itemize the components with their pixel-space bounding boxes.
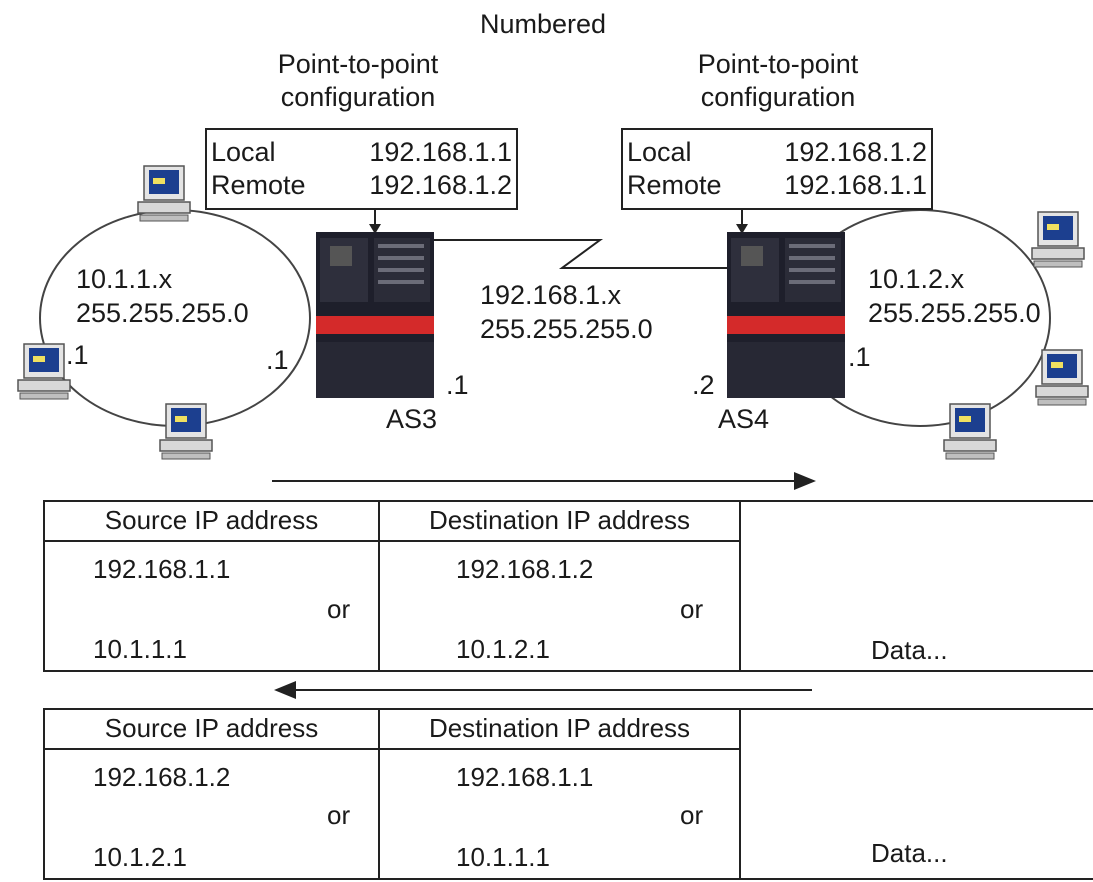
return-src-cell: 192.168.1.2 or 10.1.2.1 <box>43 748 380 880</box>
p2p-link <box>375 239 780 269</box>
right-as-host-label: .1 <box>848 342 871 372</box>
outbound-src-or: or <box>327 594 351 624</box>
right-config-box: Local 192.168.1.2 Remote 192.168.1.1 <box>621 128 933 210</box>
left-config-heading: Point-to-point configuration <box>248 48 468 114</box>
return-dst-cell: 192.168.1.1 or 10.1.1.1 <box>378 748 741 880</box>
left-network-mask: 255.255.255.0 <box>76 298 249 328</box>
as400-server-icon <box>727 232 845 398</box>
outbound-src-cell: 192.168.1.1 or 10.1.1.1 <box>43 540 380 672</box>
right-server-name: AS4 <box>718 404 770 434</box>
left-server-name: AS3 <box>386 404 438 434</box>
return-packet-table: Source IP address Destination IP address… <box>43 708 1093 880</box>
desktop-pc-icon <box>159 403 213 460</box>
outbound-data-cell: Data... <box>739 500 1093 672</box>
left-local-value: 192.168.1.1 <box>369 137 512 167</box>
return-dst-header: Destination IP address <box>378 708 741 750</box>
return-src-or: or <box>327 800 351 830</box>
link-left-host: .1 <box>446 370 469 400</box>
outbound-src-header: Source IP address <box>43 500 380 542</box>
outbound-dst-alt: 10.1.2.1 <box>456 634 550 664</box>
as400-server-icon <box>316 232 434 398</box>
outbound-dst-header: Destination IP address <box>378 500 741 542</box>
left-as-host-label: .1 <box>266 345 289 375</box>
left-network-address: 10.1.1.x <box>76 264 173 294</box>
desktop-pc-icon <box>1035 349 1089 406</box>
return-src-alt: 10.1.2.1 <box>93 842 187 872</box>
outbound-dst-cell: 192.168.1.2 or 10.1.2.1 <box>378 540 741 672</box>
link-right-host: .2 <box>692 370 715 400</box>
desktop-pc-icon <box>17 343 71 400</box>
direction-arrow-icon <box>272 472 816 490</box>
return-data-label: Data... <box>871 838 948 868</box>
outbound-data-label: Data... <box>871 635 948 665</box>
left-remote-label: Remote <box>211 170 306 200</box>
left-pc-host-label: .1 <box>66 340 89 370</box>
return-dst-alt: 10.1.1.1 <box>456 842 550 872</box>
left-config-heading-line1: Point-to-point <box>277 49 439 79</box>
diagram-title: Numbered <box>480 9 607 39</box>
right-network-address: 10.1.2.x <box>868 264 965 294</box>
return-data-cell: Data... <box>739 708 1093 880</box>
outbound-src-primary: 192.168.1.1 <box>93 554 231 584</box>
desktop-pc-icon <box>943 403 997 460</box>
left-config-heading-line2: configuration <box>280 82 436 112</box>
outbound-src-alt: 10.1.1.1 <box>93 634 187 664</box>
right-local-label: Local <box>627 137 692 167</box>
right-network-mask: 255.255.255.0 <box>868 298 1041 328</box>
left-config-box: Local 192.168.1.1 Remote 192.168.1.2 <box>205 128 518 210</box>
desktop-pc-icon <box>1031 211 1085 268</box>
return-dst-primary: 192.168.1.1 <box>456 762 594 792</box>
link-mask: 255.255.255.0 <box>480 314 653 344</box>
right-local-value: 192.168.1.2 <box>784 137 927 167</box>
right-remote-label: Remote <box>627 170 722 200</box>
right-config-heading-line2: configuration <box>700 82 856 112</box>
outbound-dst-or: or <box>680 594 704 624</box>
outbound-dst-primary: 192.168.1.2 <box>456 554 594 584</box>
left-local-label: Local <box>211 137 276 167</box>
return-src-header: Source IP address <box>43 708 380 750</box>
return-dst-or: or <box>680 800 704 830</box>
right-config-heading-line1: Point-to-point <box>697 49 859 79</box>
direction-arrow-icon <box>274 681 812 699</box>
right-remote-value: 192.168.1.1 <box>784 170 927 200</box>
right-config-heading: Point-to-point configuration <box>668 48 888 114</box>
return-src-primary: 192.168.1.2 <box>93 762 231 792</box>
left-remote-value: 192.168.1.2 <box>369 170 512 200</box>
link-address: 192.168.1.x <box>480 280 622 310</box>
outbound-packet-table: Source IP address Destination IP address… <box>43 500 1093 672</box>
desktop-pc-icon <box>137 165 191 222</box>
